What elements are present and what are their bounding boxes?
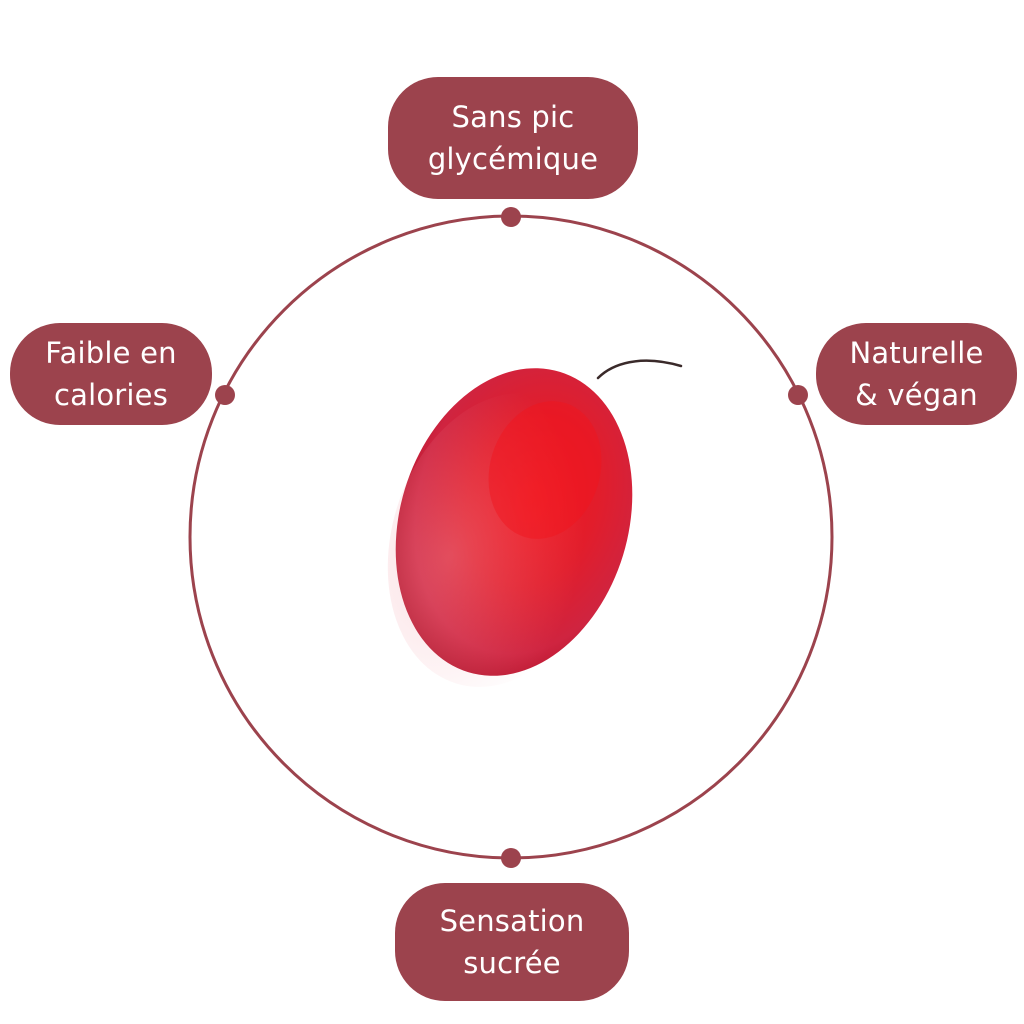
- benefit-label-low-calorie: Faible en calories: [45, 336, 177, 412]
- benefit-pill-sweet-sensation: Sensation sucrée: [395, 883, 629, 1001]
- fruit-highlight: [488, 401, 602, 539]
- benefit-label-sweet-sensation: Sensation sucrée: [439, 904, 585, 980]
- benefit-pill-low-calorie: Faible en calories: [10, 323, 212, 425]
- fruit-haze: [387, 393, 613, 687]
- orbit-dot-top: [501, 207, 521, 227]
- benefit-pill-low-glycemic: Sans pic glycémique: [388, 77, 638, 199]
- orbit-dot-bottom: [501, 848, 521, 868]
- benefit-label-low-glycemic: Sans pic glycémique: [427, 100, 599, 176]
- orbit-dot-left: [215, 385, 235, 405]
- benefit-pill-natural-vegan: Naturelle & végan: [816, 323, 1017, 425]
- benefit-label-natural-vegan: Naturelle & végan: [849, 336, 984, 412]
- orbit-dot-right: [788, 385, 808, 405]
- fruit-stem: [596, 359, 683, 380]
- red-berry-fruit: [387, 359, 683, 687]
